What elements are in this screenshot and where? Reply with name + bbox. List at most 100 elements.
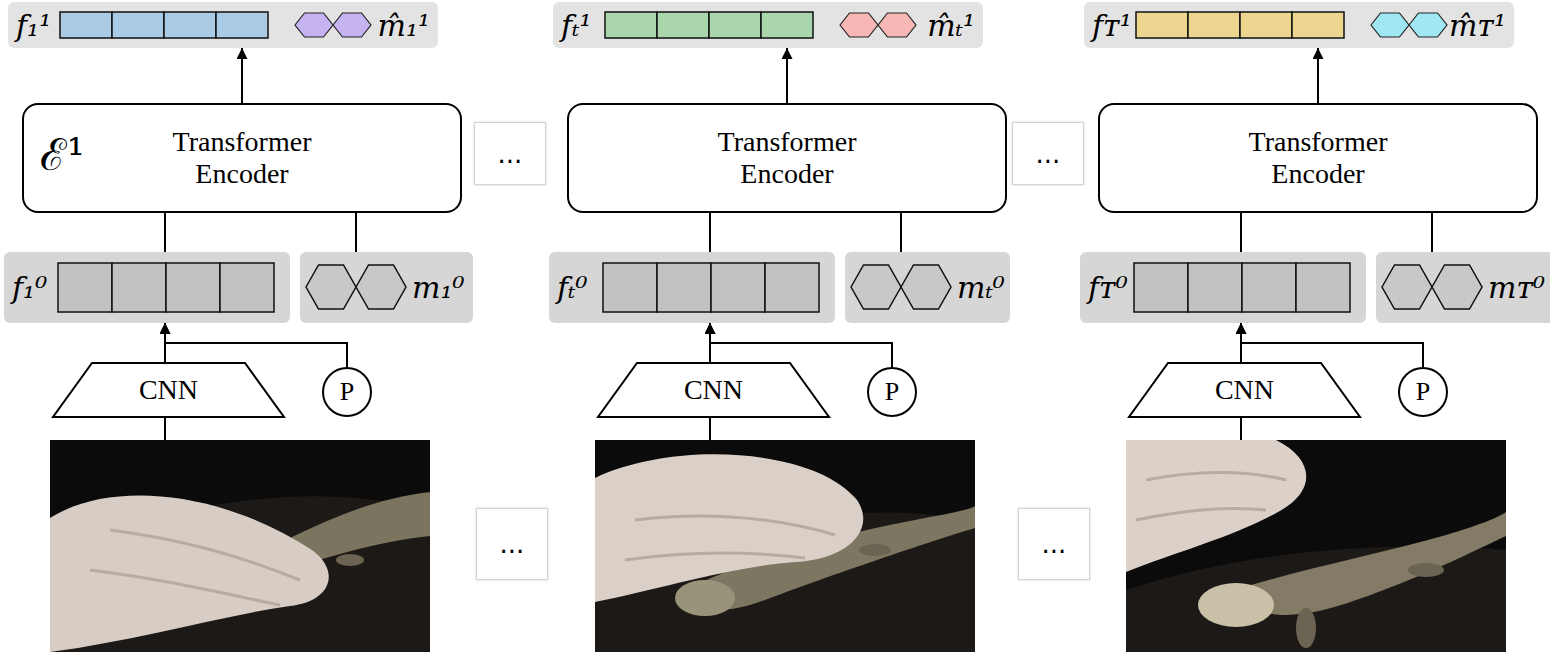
feature-cell [709,12,761,38]
encoder-label: ℰ¹ [40,130,85,181]
input-label: fₜ⁰ [557,270,588,305]
output-panel: fₜ¹ m̂ₜ¹ [553,2,983,48]
cnn-label: CNN [139,374,198,406]
encoder-box: Transformer Encoder [567,103,1007,213]
pooling-circle: P [1398,367,1448,417]
feature-cell [112,12,164,38]
video-frame [595,440,975,652]
output-label: f₁¹ [16,8,51,43]
pooling-label: P [1416,377,1430,407]
token-hexagon [1409,13,1447,37]
cnn-trapezoid: CNN [597,362,830,418]
feature-panel: fₜ⁰ [549,252,835,323]
connector [709,213,711,252]
input-label: fᴛ⁰ [1088,270,1128,305]
feature-cell [216,12,268,38]
feature-cell [711,263,765,312]
frame-link [1240,418,1242,440]
lizard-head [675,580,735,616]
token-hexagon [295,13,333,37]
connector [710,323,892,367]
feature-cell [1292,12,1344,38]
feature-cell [60,12,112,38]
frame-link [164,418,166,440]
feature-cell [1242,263,1296,312]
connector [1240,213,1242,252]
encoder-label: Transformer Encoder [155,126,330,190]
trapezoid-outline [53,363,284,417]
feature-panel: f₁⁰ [4,252,290,323]
feature-cell [1188,12,1240,38]
output-panel: f₁¹m̂₁¹ [8,2,438,48]
output-label: m̂ₜ¹ [927,8,975,43]
input-label: f₁⁰ [12,270,47,305]
cnn-trapezoid: CNN [52,362,285,418]
circle-outline [868,368,916,416]
feature-cell [58,263,112,312]
shape-drawing [549,252,835,323]
feature-cell [603,263,657,312]
output-label: m̂ᴛ¹ [1449,8,1506,43]
feature-cell [1296,263,1350,312]
token-hexagon [901,265,951,309]
cnn-label: CNN [1215,374,1274,406]
input-label: mₜ⁰ [957,270,1005,305]
connector [355,213,357,252]
output-panel: fᴛ¹ m̂ᴛ¹ [1084,2,1514,48]
connector [241,48,243,103]
lizard-leg [336,554,364,566]
feature-cell [657,12,709,38]
connector [900,213,902,252]
lizard-leg [1408,563,1444,577]
encoder-label: Transformer Encoder [700,126,875,190]
finger-line [90,530,300,605]
lizard-leg [859,544,891,556]
connector [164,213,166,252]
lizard-head [1198,583,1274,627]
feature-panel: fᴛ⁰ [1080,252,1366,323]
feature-cell [220,263,274,312]
feature-cell [1134,263,1188,312]
finger-line [1136,473,1286,521]
encoder-box: ℰ¹ Transformer Encoder [22,103,462,213]
finger-line [625,516,835,560]
feature-cell [164,12,216,38]
output-label: fₜ¹ [561,8,592,43]
shape-drawing [553,2,983,48]
feature-cell [112,263,166,312]
feature-cell [657,263,711,312]
token-panel: mₜ⁰ [845,252,1010,323]
circle-outline [1399,368,1447,416]
ellipsis-box: ... [1012,122,1084,185]
token-hexagon [840,13,878,37]
feature-cell [765,263,819,312]
token-hexagon [333,13,371,37]
encoder-label: Transformer Encoder [1231,126,1406,190]
feature-cell [605,12,657,38]
cnn-trapezoid: CNN [1128,362,1361,418]
lizard-leg [1296,608,1316,648]
encoder-box: Transformer Encoder [1098,103,1538,213]
connector [1317,48,1319,103]
frame-background [1126,440,1506,652]
token-hexagon [1432,265,1482,309]
ellipsis-label: ... [1036,139,1061,169]
hand [1126,440,1306,572]
frame-background [50,440,430,652]
pooling-label: P [885,377,899,407]
connector [1431,213,1433,252]
input-label: m₁⁰ [412,270,465,305]
hand [595,454,863,602]
token-panel: mᴛ⁰ [1376,252,1550,323]
ellipsis-box: ... [474,122,546,185]
ellipsis-box: ... [476,508,548,580]
frame-background [595,440,975,652]
video-frame [1126,440,1506,652]
ellipsis-box: ... [1018,508,1090,580]
trapezoid-outline [1129,363,1360,417]
cnn-label: CNN [684,374,743,406]
shape-drawing [8,2,438,48]
feature-cell [1240,12,1292,38]
output-label: fᴛ¹ [1092,8,1132,43]
